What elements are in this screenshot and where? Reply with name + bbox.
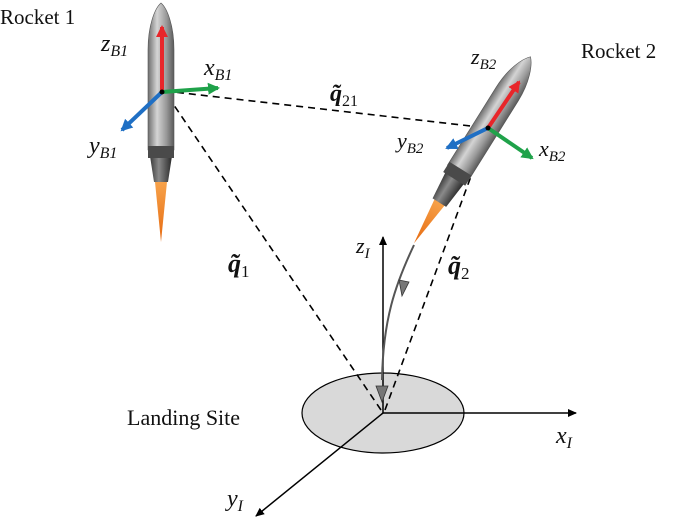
z-b1-label: zB1: [100, 31, 128, 60]
rocket2-origin: [485, 125, 491, 131]
rocket1-y-axis: [120, 90, 164, 132]
rocket2-band: [443, 161, 472, 186]
y-b2-label: yB2: [395, 128, 424, 157]
q1-label: q̃1: [228, 249, 250, 281]
rocket1-body-frame: [120, 25, 220, 132]
y-b1-label: yB1: [87, 133, 117, 162]
rocket2-z-axis: [486, 80, 521, 130]
rocket2-y-axis: [445, 126, 489, 150]
q1-vector: [164, 91, 382, 411]
z-b2-label: zB2: [470, 44, 497, 73]
rocket2-x-axis: [486, 126, 534, 160]
y-i-label: yI: [225, 486, 244, 515]
z-i-label: zI: [355, 233, 371, 262]
q2-vector: [384, 129, 489, 411]
y-inertial-axis: [255, 412, 384, 517]
rocket1-flame: [155, 182, 167, 242]
rocket2-flame: [413, 198, 445, 244]
rocket1-origin: [159, 89, 165, 95]
landing-site-label: Landing Site: [127, 405, 240, 430]
x-b2-label: xB2: [538, 136, 566, 165]
rocket2-body-frame: [445, 80, 534, 160]
rocket1-x-axis: [161, 82, 220, 95]
rocket2-trajectory: [381, 244, 415, 381]
rocket1-label: Rocket 1: [0, 5, 75, 29]
trajectory-arrowhead-lower: [375, 385, 389, 404]
trajectory-arrowhead-upper: [398, 279, 410, 298]
rocket2-label: Rocket 2: [581, 39, 656, 63]
rocket1-band: [148, 146, 174, 158]
x-b1-label: xB1: [203, 55, 232, 84]
q21-label: q̃21: [330, 81, 358, 110]
q2-label: q̃2: [448, 251, 470, 283]
q21-vector: [164, 90, 489, 132]
rocket1-engine: [150, 156, 172, 182]
x-i-label: xI: [555, 423, 573, 452]
